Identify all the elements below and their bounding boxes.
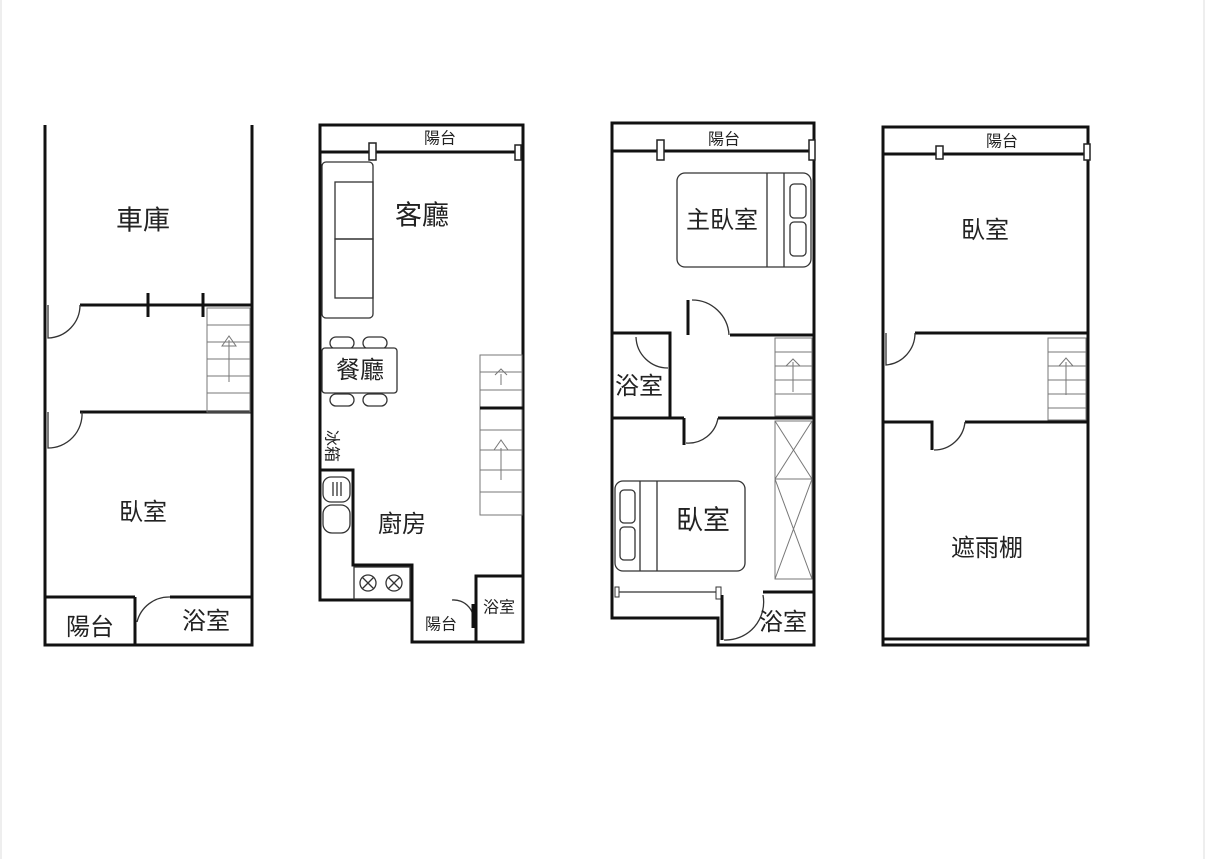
room-label-balcony: 陽台: [66, 613, 114, 641]
room-label-balcony-top: 陽台: [424, 129, 456, 148]
room-label-balcony-bottom: 陽台: [425, 615, 457, 634]
room-label-garage: 車庫: [116, 206, 170, 237]
room-label-fridge: 冰箱: [323, 430, 342, 462]
bed: [614, 480, 746, 572]
room-label-bathroom: 浴室: [483, 598, 515, 617]
room-label-bathroom-mid: 浴室: [615, 372, 663, 400]
room-label-bathroom: 浴室: [182, 607, 230, 635]
room-label-canopy: 遮雨棚: [951, 534, 1023, 562]
room-label-balcony: 陽台: [986, 132, 1018, 151]
room-label-dining-room: 餐廳: [336, 356, 384, 384]
staircase: [774, 337, 813, 417]
staircase: [1047, 337, 1087, 421]
master-bed: [676, 172, 812, 268]
room-label-bedroom: 臥室: [119, 498, 167, 526]
staircase: [479, 354, 523, 516]
room-label-master-bedroom: 主臥室: [686, 206, 758, 234]
floor-4-plan: 陽台 臥室 遮雨棚: [881, 125, 1091, 647]
dining-table: [321, 336, 398, 407]
room-label-bedroom: 臥室: [676, 506, 730, 537]
room-label-balcony: 陽台: [708, 130, 740, 149]
room-label-living-room: 客廳: [395, 201, 449, 232]
stove: [353, 566, 411, 600]
staircase: [206, 307, 251, 413]
floor-1-plan: 車庫 臥室 陽台 浴室: [43, 125, 254, 647]
floor-2-plan: 客廳 陽台 餐廳 冰箱 廚房 陽台 浴室: [318, 123, 525, 644]
room-label-bedroom: 臥室: [961, 216, 1009, 244]
room-label-kitchen: 廚房: [378, 510, 426, 538]
room-label-bathroom-bottom: 浴室: [759, 608, 807, 636]
floor-3-plan: 陽台 主臥室 浴室 臥室 浴室: [610, 121, 816, 647]
sink: [322, 476, 351, 534]
sofa: [321, 161, 374, 319]
wardrobe: [774, 420, 813, 580]
